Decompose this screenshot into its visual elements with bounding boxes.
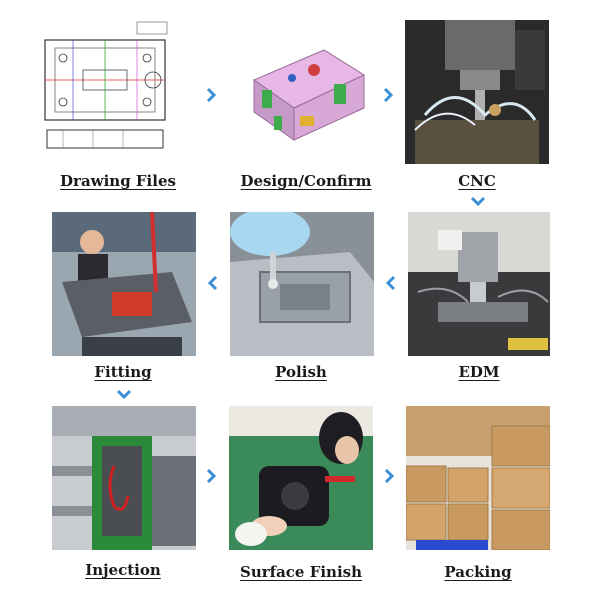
step-label-injection: Injection <box>85 561 161 579</box>
polishing-image <box>230 212 374 356</box>
step-label-drawing-files: Drawing Files <box>60 172 176 190</box>
step-label-surface-finish: Surface Finish <box>239 563 362 581</box>
chevron-right-icon <box>203 87 219 103</box>
surface-finish-image <box>229 406 373 550</box>
chevron-left-icon <box>205 275 221 291</box>
packing-boxes-image <box>406 406 550 550</box>
step-label-design-confirm: Design/Confirm <box>240 172 372 190</box>
step-label-packing: Packing <box>444 563 512 581</box>
step-label-polish: Polish <box>275 363 327 381</box>
chevron-right-icon <box>380 87 396 103</box>
edm-machine-image <box>408 212 550 356</box>
injection-machine-image <box>52 406 196 550</box>
technical-drawing-image <box>33 18 177 162</box>
mold-fitting-image <box>52 212 196 356</box>
chevron-left-icon <box>383 275 399 291</box>
step-label-fitting: Fitting <box>94 363 152 381</box>
step-label-cnc: CNC <box>458 172 496 190</box>
chevron-down-icon <box>116 386 132 402</box>
cnc-machining-image <box>405 20 549 164</box>
mold-3d-design-image <box>234 20 378 164</box>
chevron-right-icon <box>203 468 219 484</box>
step-label-edm: EDM <box>458 363 500 381</box>
chevron-right-icon <box>381 468 397 484</box>
chevron-down-icon <box>470 193 486 209</box>
